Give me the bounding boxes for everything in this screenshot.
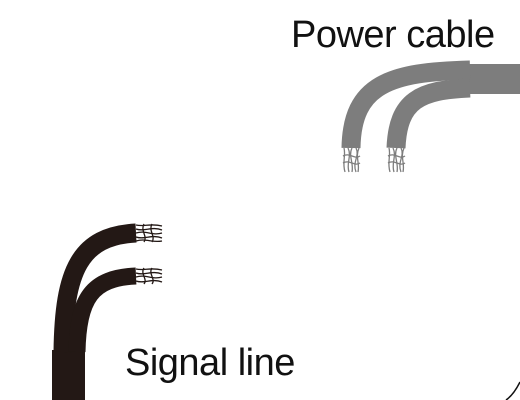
power-cable xyxy=(341,60,520,173)
power-wire-1 xyxy=(341,60,471,149)
power-wire-2-strands xyxy=(387,147,406,173)
power-cable-sheath xyxy=(468,64,520,94)
signal-wire-2-strands xyxy=(135,267,163,285)
corner-arc xyxy=(505,381,520,400)
signal-line-sheath xyxy=(52,350,85,400)
signal-line-label: Signal line xyxy=(125,342,295,384)
signal-line xyxy=(52,223,163,400)
power-cable-label: Power cable xyxy=(291,14,495,56)
signal-wire-1-strands xyxy=(135,223,163,243)
power-wire-1-strands xyxy=(342,147,361,173)
signal-wire-2 xyxy=(68,267,137,353)
power-wire-2 xyxy=(386,78,471,149)
signal-wire-1 xyxy=(53,223,137,353)
